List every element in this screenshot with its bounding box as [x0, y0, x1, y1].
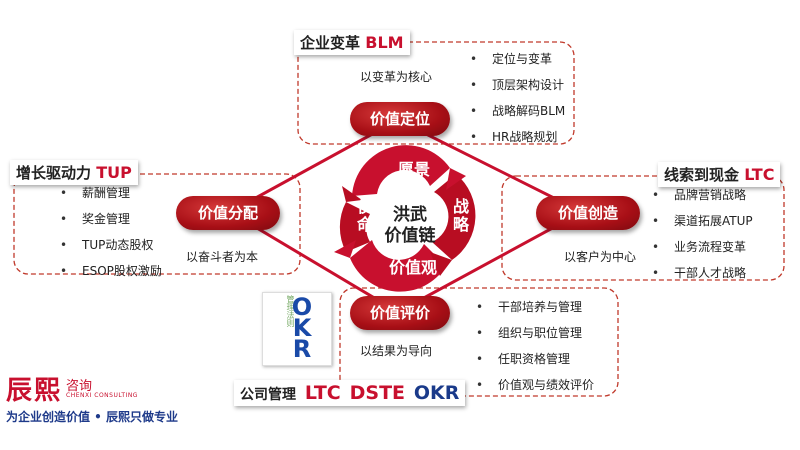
- section-title-top-text: 企业变革: [300, 34, 361, 52]
- list-item: HR战略规划: [470, 124, 565, 150]
- list-item: 任职资格管理: [476, 346, 594, 372]
- list-item: 业务流程变革: [652, 234, 753, 260]
- tup-logo: TUP: [96, 163, 132, 182]
- book-okr-text: OKR: [291, 293, 313, 363]
- blm-logo: BLM: [365, 33, 404, 52]
- section-title-bottom: 公司管理 LTC DSTE OKR: [234, 380, 466, 406]
- ring-label-mission: 使命: [356, 197, 373, 234]
- center-title: 洪武 价值链: [380, 205, 440, 247]
- dste-logo: DSTE: [349, 382, 406, 404]
- section-title-left-text: 增长驱动力: [16, 164, 92, 182]
- okr-logo: OKR: [413, 382, 460, 404]
- company-logo: 辰熙: [6, 376, 63, 406]
- center-line2: 价值链: [384, 226, 436, 246]
- list-item: ESOP股权激励: [60, 258, 162, 284]
- ring-label-strategy: 战略: [452, 197, 469, 234]
- list-item: 顶层架构设计: [470, 72, 565, 98]
- list-right: 品牌营销战略 渠道拓展ATUP 业务流程变革 干部人才战略: [652, 182, 753, 286]
- list-item: 定位与变革: [470, 46, 565, 72]
- list-item: 干部培养与管理: [476, 294, 594, 320]
- okr-book-image: 管理法则 OKR: [262, 292, 332, 366]
- list-item: 薪酬管理: [60, 180, 162, 206]
- center-line1: 洪武: [393, 205, 427, 225]
- ring-label-vision: 愿景: [397, 160, 430, 179]
- ltc-logo: LTC: [744, 165, 775, 184]
- company-logo-english: CHENXI CONSULTING: [66, 392, 138, 399]
- list-item: 组织与职位管理: [476, 320, 594, 346]
- ltc-logo-bottom: LTC: [304, 382, 341, 404]
- list-item: TUP动态股权: [60, 232, 162, 258]
- section-title-top: 企业变革 BLM: [294, 30, 410, 55]
- slogan: 为企业创造价值 • 辰熙只做专业: [6, 410, 179, 424]
- list-item: 品牌营销战略: [652, 182, 753, 208]
- node-value-distribution: 价值分配: [176, 196, 280, 230]
- company-logo-sub: 咨询: [66, 379, 93, 394]
- section-title-bottom-text: 公司管理: [240, 387, 296, 403]
- value-chain-ring: [334, 145, 476, 292]
- list-top: 定位与变革 顶层架构设计 战略解码BLM HR战略规划: [470, 46, 565, 150]
- list-item: 价值观与绩效评价: [476, 372, 594, 398]
- list-item: 干部人才战略: [652, 260, 753, 286]
- ring-label-values: 价值观: [388, 258, 437, 277]
- caption-left: 以奋斗者为本: [186, 250, 259, 264]
- list-bottom: 干部培养与管理 组织与职位管理 任职资格管理 价值观与绩效评价: [476, 294, 594, 398]
- caption-top: 以变革为核心: [360, 70, 433, 84]
- list-item: 奖金管理: [60, 206, 162, 232]
- node-value-evaluation: 价值评价: [350, 296, 450, 330]
- section-title-right-text: 线索到现金: [664, 166, 740, 184]
- caption-right: 以客户为中心: [564, 250, 637, 264]
- node-value-positioning: 价值定位: [350, 102, 450, 136]
- list-left: 薪酬管理 奖金管理 TUP动态股权 ESOP股权激励: [60, 180, 162, 284]
- book-title: 管理法则: [286, 295, 295, 327]
- caption-bottom: 以结果为导向: [360, 344, 433, 358]
- node-value-creation: 价值创造: [536, 196, 640, 230]
- list-item: 战略解码BLM: [470, 98, 565, 124]
- list-item: 渠道拓展ATUP: [652, 208, 753, 234]
